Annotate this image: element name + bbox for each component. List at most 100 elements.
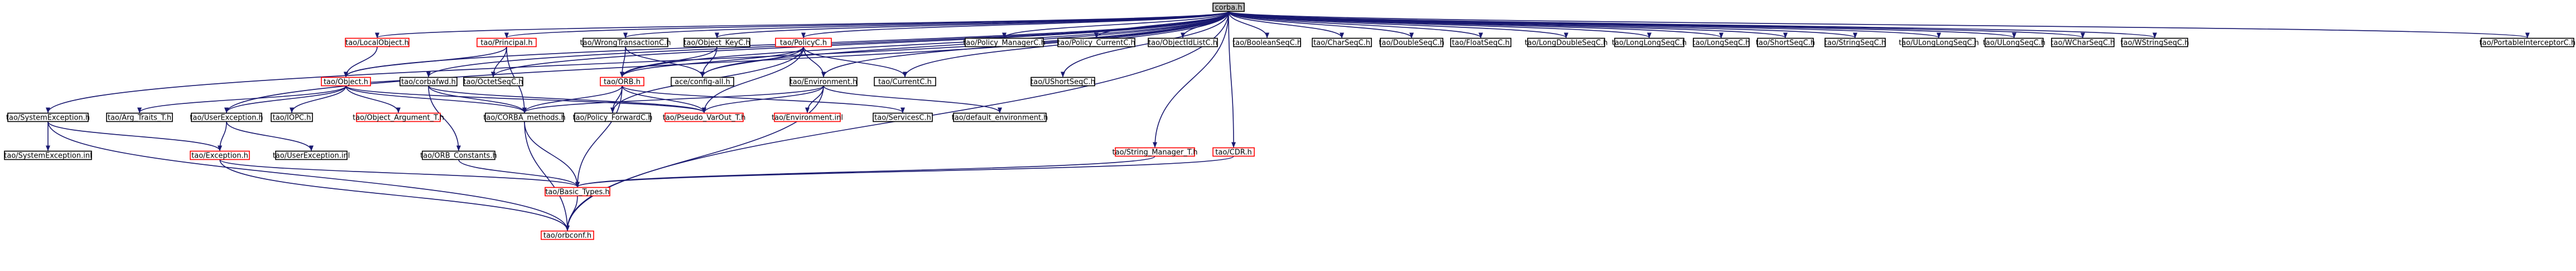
node-box [541,230,594,240]
node-cdr[interactable]: tao/CDR.h [1212,147,1255,157]
node-label: ace/config-all.h [675,78,730,87]
node-box [1757,37,1814,47]
edge-root-to-objkey [715,11,1229,39]
node-iopc[interactable]: tao/IOPC.h [271,112,313,122]
node-argtraits[interactable]: tao/Arg_Traits_T.h [106,112,173,122]
node-label: tao/StringSeqC.h [1824,39,1886,47]
node-box [7,112,89,122]
node-userexcinl[interactable]: tao/UserException.inl [273,150,350,160]
node-label: tao/Environment.h [790,78,858,87]
node-label: tao/SystemException.h [6,114,90,122]
node-envinl[interactable]: tao/Environment.inl [772,112,843,122]
edge-policyc-to-env [803,46,826,78]
node-label: tao/ORB.h [604,78,641,87]
edge-object-to-iopc [290,85,346,113]
node-currentc[interactable]: tao/CurrentC.h [874,77,936,87]
node-wrongtx[interactable]: tao/WrongTransactionC.h [580,37,671,47]
node-sysexc[interactable]: tao/SystemException.h [6,112,90,122]
node-dblseq[interactable]: tao/DoubleSeqC.h [1379,37,1445,47]
node-box [275,150,348,160]
node-orbconst[interactable]: tao/ORB_Constants.h [420,150,497,160]
node-label: tao/IOPC.h [273,114,311,122]
node-label: tao/Principal.h [480,39,532,47]
node-sysexcinl[interactable]: tao/SystemException.inl [4,150,92,160]
node-box [683,37,750,47]
node-portint[interactable]: tao/PortableInterceptorC.h [2479,37,2575,47]
node-ushortseq[interactable]: tao/UShortSeqC.h [1031,77,1095,87]
node-box [356,112,441,122]
node-principal[interactable]: tao/Principal.h [476,37,537,47]
node-aceconfig[interactable]: ace/config-all.h [671,77,734,87]
node-polcur[interactable]: tao/Policy_CurrentC.h [1057,37,1135,47]
node-label: tao/Basic_Types.h [545,188,609,197]
edge-userexc-to-userexcinl [226,121,314,151]
node-label: tao/Exception.h [191,152,248,160]
node-corbafwd[interactable]: tao/corbafwd.h [399,77,458,87]
node-ulseq[interactable]: tao/ULongSeqC.h [1983,37,2045,47]
edge-root-to-octetseq [491,11,1229,78]
edge-basictypes-to-orbconf [565,196,578,231]
node-strseq[interactable]: tao/StringSeqC.h [1824,37,1886,47]
node-label: tao/ObjectIdListC.h [1148,39,1217,47]
node-defenv[interactable]: tao/default_environment.h [952,112,1048,122]
edge-corbafwd-to-corbamethods [428,85,527,113]
node-label: tao/Environment.inl [772,114,843,122]
node-object[interactable]: tao/Object.h [321,77,371,87]
node-orbconf[interactable]: tao/orbconf.h [541,230,594,240]
node-exception[interactable]: tao/Exception.h [190,150,250,160]
node-polmgr[interactable]: tao/Policy_ManagerC.h [963,37,1046,47]
edge-object-to-corbamethods [345,85,527,113]
node-box [1902,37,1976,47]
node-label: tao/ShortSeqC.h [1756,39,1815,47]
node-lseq[interactable]: tao/LongSeqC.h [1693,37,1750,47]
node-polfwd[interactable]: tao/Policy_ForwardC.h [572,112,653,122]
node-orb[interactable]: tao/ORB.h [600,77,644,87]
node-label: tao/ServicesC.h [874,114,931,122]
edge-policyc-to-pseudovar [702,46,804,113]
node-box [1312,37,1372,47]
node-ullseq[interactable]: tao/ULongLongSeqC.h [1899,37,1979,47]
node-label: tao/WrongTransactionC.h [580,39,671,47]
node-userexc[interactable]: tao/UserException.h [190,112,263,122]
node-boolseq[interactable]: tao/BooleanSeqC.h [1232,37,1302,47]
node-box [1212,2,1245,12]
node-corbamethods[interactable]: tao/CORBA_methods.h [483,112,566,122]
node-box [399,77,458,87]
node-policyc[interactable]: tao/PolicyC.h [775,37,832,47]
edge-root-to-boolseq [1228,11,1269,39]
edge-env-to-corbamethods [522,85,824,113]
edge-root-to-fltseq [1228,11,1483,39]
node-objkey[interactable]: tao/Object_KeyC.h [683,37,750,47]
edge-object-to-userexc [224,85,346,113]
node-charseq[interactable]: tao/CharSeqC.h [1312,37,1372,47]
node-box [1212,147,1255,157]
node-box [545,187,610,197]
node-octetseq[interactable]: tao/OctetSeqC.h [463,77,523,87]
node-localobject[interactable]: tao/LocalObject.h [345,37,410,47]
node-label: tao/Policy_CurrentC.h [1057,39,1135,47]
node-servicesc[interactable]: tao/ServicesC.h [873,112,933,122]
node-llseq[interactable]: tao/LongLongSeqC.h [1612,37,1687,47]
edge-orb-to-pseudovar [622,85,706,113]
node-box [1614,37,1684,47]
edge-root-to-ldblseq [1228,11,1568,39]
node-label: tao/Arg_Traits_T.h [108,114,171,122]
node-label: tao/PolicyC.h [780,39,827,47]
edge-corbafwd-to-orbconst [428,85,461,151]
node-basictypes[interactable]: tao/Basic_Types.h [545,187,610,197]
edge-cdr-to-basictypes [575,155,1234,188]
node-wstrseq[interactable]: tao/WStringSeqC.h [2121,37,2189,47]
edge-principal-to-object [344,46,507,78]
node-fltseq[interactable]: tao/FloatSeqC.h [1450,37,1511,47]
node-objidlist[interactable]: tao/ObjectIdListC.h [1148,37,1218,47]
node-sseq[interactable]: tao/ShortSeqC.h [1756,37,1815,47]
node-pseudovar[interactable]: tao/Pseudo_VarOut_T.h [663,112,746,122]
node-wcharseq[interactable]: tao/WCharSeqC.h [2051,37,2115,47]
node-env[interactable]: tao/Environment.h [789,77,858,87]
node-box [1380,37,1443,47]
node-strmgr[interactable]: tao/String_Manager_T.h [1113,147,1198,157]
node-ldblseq[interactable]: tao/LongDoubleSeqC.h [1525,37,1608,47]
node-objarg[interactable]: tao/Object_Argument_T.h [353,112,444,122]
